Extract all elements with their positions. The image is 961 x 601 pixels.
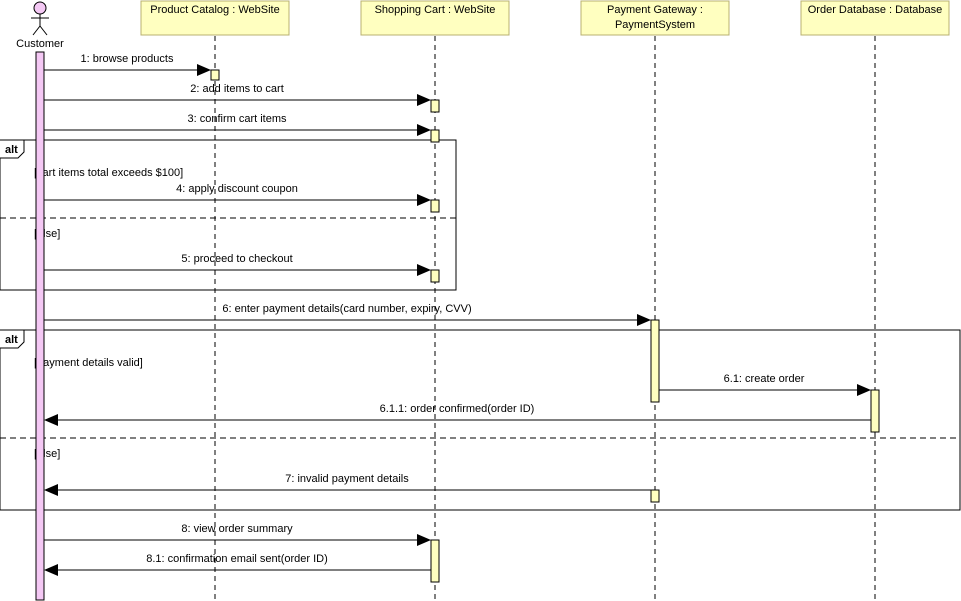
participant-gateway-label-line2: PaymentSystem (615, 19, 695, 31)
message-4[interactable]: 4: apply discount coupon (44, 183, 431, 206)
arrowhead-icon (44, 564, 58, 576)
alt-fragment-1-operator: alt (5, 144, 18, 156)
message-8-1[interactable]: 8.1: confirmation email sent(order ID) (44, 553, 431, 576)
message-8-1-label: 8.1: confirmation email sent(order ID) (146, 553, 328, 565)
message-3-label: 3: confirm cart items (187, 113, 287, 125)
message-4-label: 4: apply discount coupon (176, 183, 298, 195)
message-6[interactable]: 6: enter payment details(card number, ex… (44, 303, 651, 326)
stick-figure-icon (31, 1, 49, 36)
message-6-label: 6: enter payment details(card number, ex… (222, 303, 471, 315)
participant-gateway[interactable]: Payment Gateway : PaymentSystem (580, 0, 730, 36)
activation-cart-5 (430, 539, 440, 583)
alt-fragment-2-operator: alt (5, 334, 18, 346)
message-6-1-1[interactable]: 6.1.1: order confirmed(order ID) (44, 403, 871, 426)
participant-cart-label: Shopping Cart : WebSite (375, 4, 496, 16)
alt-fragment-2[interactable]: alt [payment details valid] [else] (0, 329, 961, 511)
activation-gateway-1 (650, 319, 660, 403)
customer-activation-bar-overlay (35, 51, 45, 601)
message-3[interactable]: 3: confirm cart items (44, 113, 431, 136)
message-5[interactable]: 5: proceed to checkout (44, 253, 431, 276)
alt-fragment-1-guard1: [cart items total exceeds $100] (34, 167, 183, 179)
alt-fragment-2-guard1: [payment details valid] (34, 357, 143, 369)
arrowhead-icon (417, 264, 431, 276)
alt-fragment-2-tab (0, 329, 25, 349)
alt-fragment-1[interactable]: alt [cart items total exceeds $100] [els… (0, 139, 457, 291)
message-2[interactable]: 2: add items to cart (44, 83, 431, 106)
actor-customer[interactable]: Customer (16, 1, 64, 50)
message-1-label: 1: browse products (81, 53, 174, 65)
message-8-label: 8: view order summary (181, 523, 293, 535)
arrowhead-icon (417, 534, 431, 546)
participant-gateway-label-line1: Payment Gateway : (607, 4, 703, 16)
participant-catalog[interactable]: Product Catalog : WebSite (140, 0, 290, 36)
arrowhead-icon (197, 64, 211, 76)
alt-fragment-1-tab (0, 139, 25, 159)
participant-db[interactable]: Order Database : Database (800, 0, 950, 36)
arrowhead-icon (637, 314, 651, 326)
activation-cart-2 (430, 129, 440, 143)
arrowhead-icon (44, 484, 58, 496)
activation-cart-1 (430, 99, 440, 113)
arrowhead-icon (417, 124, 431, 136)
activation-gateway-2 (650, 489, 660, 503)
activation-cart-4 (430, 269, 440, 283)
arrowhead-icon (857, 384, 871, 396)
message-5-label: 5: proceed to checkout (181, 253, 292, 265)
message-1[interactable]: 1: browse products (44, 53, 211, 76)
arrowhead-icon (417, 194, 431, 206)
arrowhead-icon (417, 94, 431, 106)
participant-db-label: Order Database : Database (808, 4, 943, 16)
arrowhead-icon (44, 414, 58, 426)
activation-cart-3 (430, 199, 440, 213)
message-8[interactable]: 8: view order summary (44, 523, 431, 546)
message-6-1-1-label: 6.1.1: order confirmed(order ID) (380, 403, 535, 415)
actor-customer-label: Customer (16, 38, 64, 50)
message-6-1-label: 6.1: create order (724, 373, 805, 385)
participant-cart[interactable]: Shopping Cart : WebSite (360, 0, 510, 36)
activation-db-1 (870, 389, 880, 433)
participant-catalog-label: Product Catalog : WebSite (150, 4, 279, 16)
message-6-1[interactable]: 6.1: create order (659, 373, 871, 396)
message-7[interactable]: 7: invalid payment details (44, 473, 651, 496)
message-7-label: 7: invalid payment details (285, 473, 409, 485)
message-2-label: 2: add items to cart (190, 83, 284, 95)
activation-catalog-1 (210, 69, 220, 81)
